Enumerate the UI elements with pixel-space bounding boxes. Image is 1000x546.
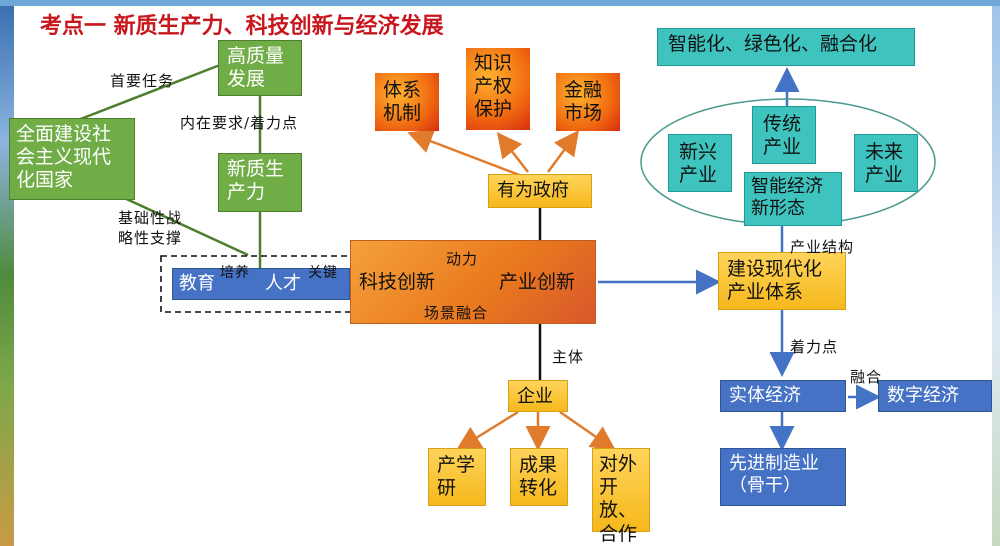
slide-title: 考点一 新质生产力、科技创新与经济发展: [40, 13, 444, 39]
node-sci-innovation: 科技创新: [359, 271, 436, 293]
node-education: 教育: [179, 273, 215, 294]
node-government: 有为政府: [488, 174, 592, 208]
node-modern-country: 全面建设社 会主义现代 化国家: [9, 118, 135, 200]
label-power: 动力: [446, 250, 479, 268]
node-modern-country-text: 全面建设社 会主义现代 化国家: [16, 123, 112, 192]
node-traditional-text: 传统 产业: [763, 113, 802, 159]
node-transfer: 成果 转化: [510, 448, 568, 506]
node-finance-text: 金融 市场: [564, 79, 603, 125]
node-real-economy-text: 实体经济: [729, 385, 801, 406]
node-manufacturing: 先进制造业 （骨干）: [720, 448, 846, 506]
node-ip-text: 知识 产权 保护: [474, 52, 513, 121]
node-system: 体系 机制: [375, 73, 439, 131]
node-new-form-text: 智能经济 新形态: [751, 176, 823, 219]
label-subject: 主体: [552, 348, 585, 366]
node-modern-industry-text: 建设现代化 产业体系: [727, 258, 823, 304]
node-traditional: 传统 产业: [752, 106, 816, 164]
node-transfer-text: 成果 转化: [519, 454, 558, 500]
label-focus: 着力点: [790, 338, 839, 356]
node-openness-text: 对外 开放、 合作: [599, 453, 638, 545]
top-banner: [0, 0, 1000, 6]
node-system-text: 体系 机制: [383, 79, 422, 125]
node-government-text: 有为政府: [497, 180, 569, 201]
node-smart: 智能化、绿色化、融合化: [657, 28, 915, 66]
node-manufacturing-text: 先进制造业 （骨干）: [729, 453, 819, 496]
node-high-quality: 高质量 发展: [218, 40, 302, 96]
node-finance: 金融 市场: [556, 73, 620, 131]
line-modern-to-talent: [119, 194, 249, 257]
node-industry-innovation: 产业创新: [499, 271, 576, 293]
node-ip: 知识 产权 保护: [466, 48, 530, 130]
node-digital-economy: 数字经济: [878, 380, 992, 412]
node-openness: 对外 开放、 合作: [592, 448, 650, 545]
node-enterprise: 企业: [508, 380, 568, 412]
label-strategic: 基础性战 略性支撑: [118, 209, 183, 248]
label-structure: 产业结构: [790, 238, 855, 256]
arrow-gov-system: [407, 129, 523, 178]
node-enterprise-text: 企业: [517, 386, 553, 407]
label-scene: 场景融合: [424, 304, 489, 322]
label-cultivate: 培养: [220, 265, 250, 281]
node-smart-text: 智能化、绿色化、融合化: [668, 33, 878, 55]
line-modern-to-highquality: [77, 63, 221, 122]
node-modern-industry: 建设现代化 产业体系: [718, 252, 846, 310]
node-real-economy: 实体经济: [720, 380, 846, 412]
right-landscape-strip: [992, 6, 1000, 546]
node-univ: 产学 研: [428, 448, 486, 506]
label-key: 关键: [308, 265, 338, 281]
arrow-ent-open: [559, 410, 617, 451]
node-emerging-text: 新兴 产业: [679, 141, 718, 187]
node-future: 未来 产业: [854, 134, 918, 192]
node-univ-text: 产学 研: [437, 454, 476, 500]
arrow-gov-finance: [546, 129, 579, 173]
label-primary-task: 首要任务: [110, 72, 175, 90]
node-high-quality-text: 高质量 发展: [227, 45, 285, 91]
node-emerging: 新兴 产业: [668, 134, 732, 192]
node-new-productivity-text: 新质生 产力: [227, 158, 285, 204]
label-fusion: 融合: [850, 368, 883, 386]
node-education-talent-bar: 教育 人才: [172, 268, 350, 300]
node-digital-economy-text: 数字经济: [887, 385, 959, 406]
arrow-gov-ip: [496, 132, 529, 173]
node-new-productivity: 新质生 产力: [218, 153, 302, 212]
node-talent: 人才: [265, 273, 301, 294]
node-future-text: 未来 产业: [865, 141, 904, 187]
node-innovation: 科技创新 产业创新: [350, 240, 596, 324]
arrow-ent-univ: [455, 410, 519, 451]
node-new-form: 智能经济 新形态: [744, 172, 842, 226]
label-requirement: 内在要求/着力点: [180, 114, 299, 132]
